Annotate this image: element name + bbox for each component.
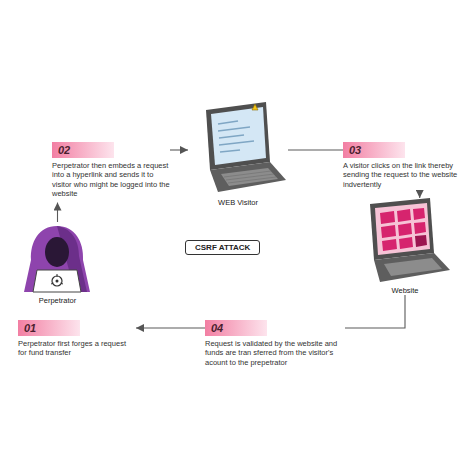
flow-arrow xyxy=(345,295,405,328)
title-box: CSRF ATTACK xyxy=(185,240,260,255)
step-panel: 01Perpetrator first forges a request for… xyxy=(18,320,136,362)
step-panel: 03 A visitor clicks on the link thereby s… xyxy=(343,142,461,193)
step-panel: 04Request is validated by the website an… xyxy=(205,320,345,371)
callout-number: 01 xyxy=(18,320,80,336)
visitor-laptop xyxy=(206,102,286,192)
figure-label: Perpetrator xyxy=(15,296,100,305)
step-text: Perpetrator first forges a request for f… xyxy=(18,339,136,358)
callout-number: 02 xyxy=(52,142,114,158)
callout-number: 03 xyxy=(343,142,405,158)
flow-arrow xyxy=(288,149,343,150)
callout-number: 04 xyxy=(205,320,267,336)
step-text: Request is validated by the website and … xyxy=(205,339,345,367)
figure-node: Website xyxy=(360,198,450,295)
hooded-hacker xyxy=(24,226,90,292)
figure-node: WEB Visitor xyxy=(188,100,288,207)
flow-arrow xyxy=(57,203,58,223)
flow-arrow xyxy=(419,193,420,198)
figure-label: WEB Visitor xyxy=(188,198,288,207)
figure-node: Perpetrator xyxy=(15,222,100,305)
step-panel: 02Perpetrator then embeds a request into… xyxy=(52,142,170,203)
flow-arrow xyxy=(170,149,188,150)
website-laptop xyxy=(370,198,450,282)
step-text: A visitor clicks on the link thereby sen… xyxy=(343,161,461,189)
flow-arrow xyxy=(136,327,205,328)
step-text: Perpetrator then embeds a request into a… xyxy=(52,161,170,199)
title-box-text: CSRF ATTACK xyxy=(195,243,250,252)
figure-label: Website xyxy=(360,286,450,295)
